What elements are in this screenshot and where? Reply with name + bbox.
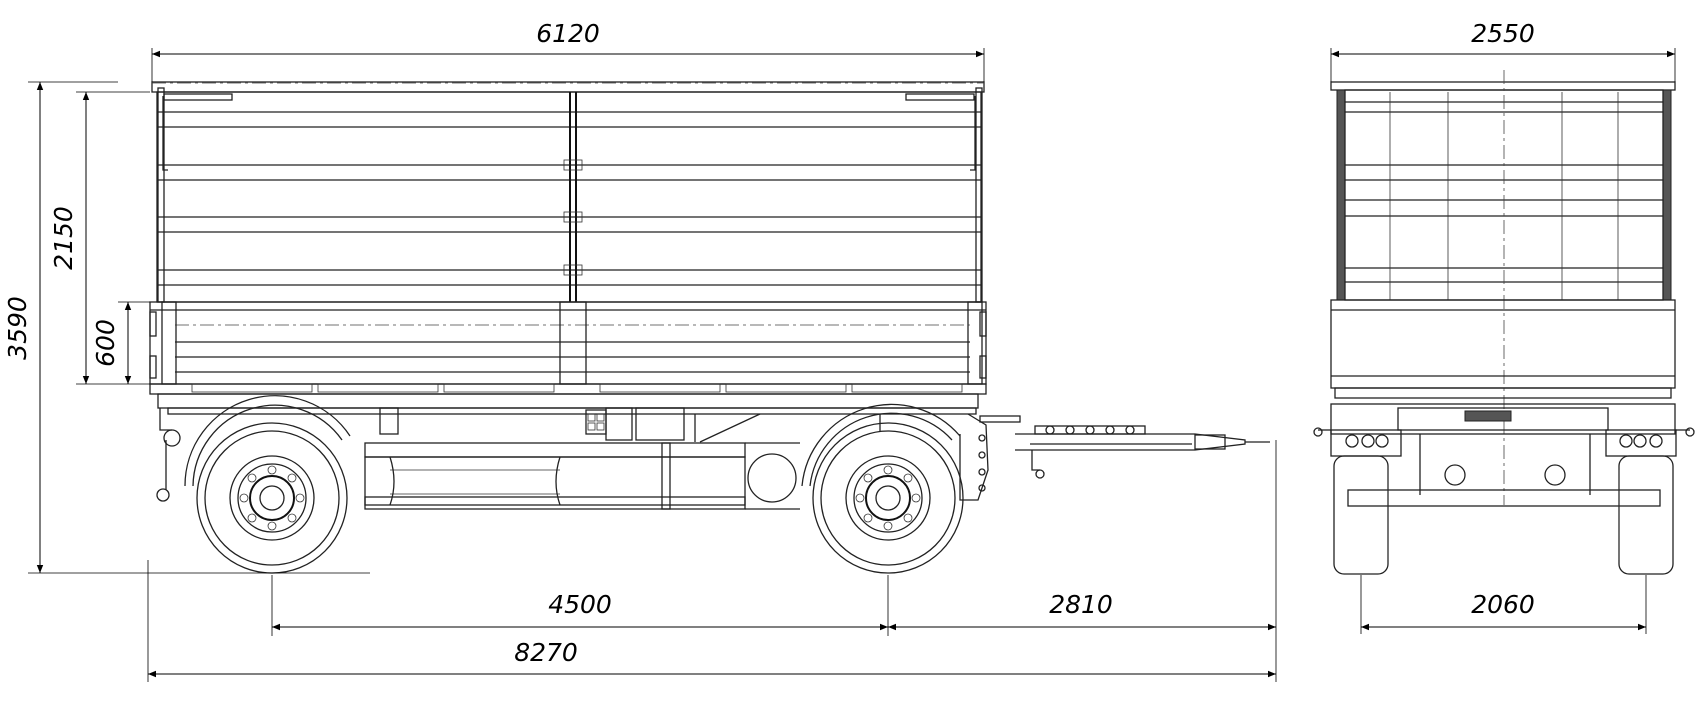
dim-label-drawbar: 2810 — [1049, 590, 1113, 619]
dim-label-wheelbase: 4500 — [548, 590, 612, 619]
dim-label-lower-board: 600 — [91, 319, 120, 367]
dim-label-width: 2550 — [1471, 19, 1535, 48]
dim-label-height: 3590 — [3, 296, 32, 360]
rear-view — [1313, 70, 1695, 575]
lower-side-board — [149, 301, 987, 395]
drawbar — [1015, 425, 1270, 479]
dim-label-body-length: 6120 — [536, 19, 600, 48]
dim-label-upper-board: 2150 — [49, 206, 78, 270]
upper-side-board — [151, 81, 985, 303]
front-wheel — [801, 403, 964, 574]
dim-label-overall-length: 8270 — [514, 638, 578, 667]
rear-wheel — [184, 395, 351, 574]
chassis-frame — [156, 393, 1021, 510]
dim-label-track: 2060 — [1471, 590, 1535, 619]
dimension-lines: 6120 2550 3590 2150 600 4500 2810 8270 2… — [3, 19, 1676, 682]
side-view — [149, 81, 1270, 574]
